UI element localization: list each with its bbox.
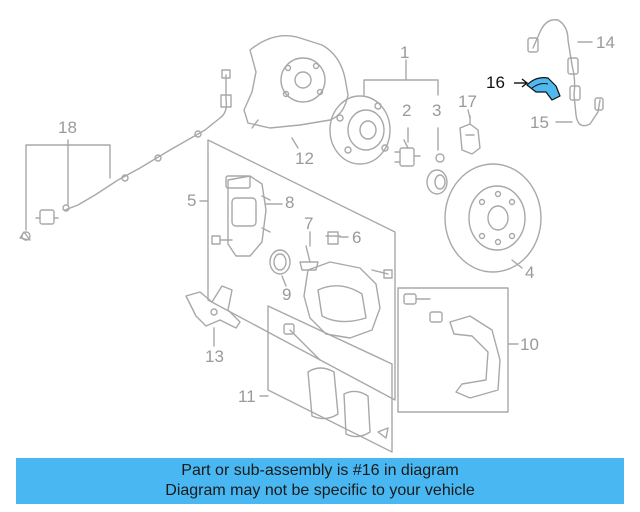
callout-15: 15 [530, 113, 549, 132]
callout-8: 8 [285, 193, 295, 212]
banner-line-disclaimer: Diagram may not be specific to your vehi… [165, 482, 475, 499]
part-o-ring [269, 249, 291, 275]
callout-1: 1 [400, 43, 410, 62]
banner-line-part-number: Part or sub-assembly is #16 in diagram [181, 462, 459, 479]
part-dust-cap [426, 153, 448, 195]
callout-10: 10 [520, 335, 539, 354]
callout-18: 18 [58, 118, 77, 137]
callout-7: 7 [304, 214, 314, 233]
leader-18 [25, 139, 111, 231]
group-box-10 [397, 287, 509, 413]
part-16-highlighted [514, 77, 561, 101]
callout-11: 11 [238, 387, 256, 406]
part-caliper-housing [225, 175, 271, 257]
callout-13: 13 [205, 347, 224, 366]
part-brake-hose [527, 19, 579, 96]
callout-4: 4 [525, 263, 535, 282]
callout-14: 14 [596, 33, 615, 52]
callout-12: 12 [295, 149, 314, 168]
info-banner: Part or sub-assembly is #16 in diagram D… [16, 458, 624, 504]
callout-17: 17 [458, 92, 477, 111]
part-brake-pads [283, 323, 389, 439]
leader-1 [363, 59, 439, 96]
callout-3: 3 [432, 101, 442, 120]
leader-4 [511, 259, 523, 269]
part-caliper-bolt [211, 235, 233, 245]
callout-6: 6 [352, 228, 362, 247]
group-box-5 [207, 139, 396, 401]
part-abs-sensor-front [19, 69, 232, 241]
part-caliper-bracket [185, 285, 241, 329]
part-bleeder-cap [325, 231, 341, 245]
callout-16[interactable]: 16 [486, 73, 505, 92]
callout-9: 9 [282, 285, 292, 304]
leader-12 [291, 137, 299, 149]
part-splash-shield [243, 35, 349, 129]
parts-diagram [19, 19, 604, 453]
part-hub-bolt [394, 139, 421, 167]
part-brake-line [569, 85, 604, 127]
callout-5: 5 [187, 191, 197, 210]
callout-2: 2 [402, 101, 412, 120]
part-bracket-clip [459, 115, 481, 155]
leader-9 [281, 275, 287, 287]
part-caliper-carrier [403, 293, 501, 399]
part-wheel-hub [329, 95, 391, 165]
leader-17 [467, 109, 471, 119]
part-brake-caliper [303, 261, 393, 339]
part-bleeder-screw [299, 245, 319, 271]
part-brake-rotor [444, 163, 542, 273]
group-box-11 [267, 305, 393, 453]
